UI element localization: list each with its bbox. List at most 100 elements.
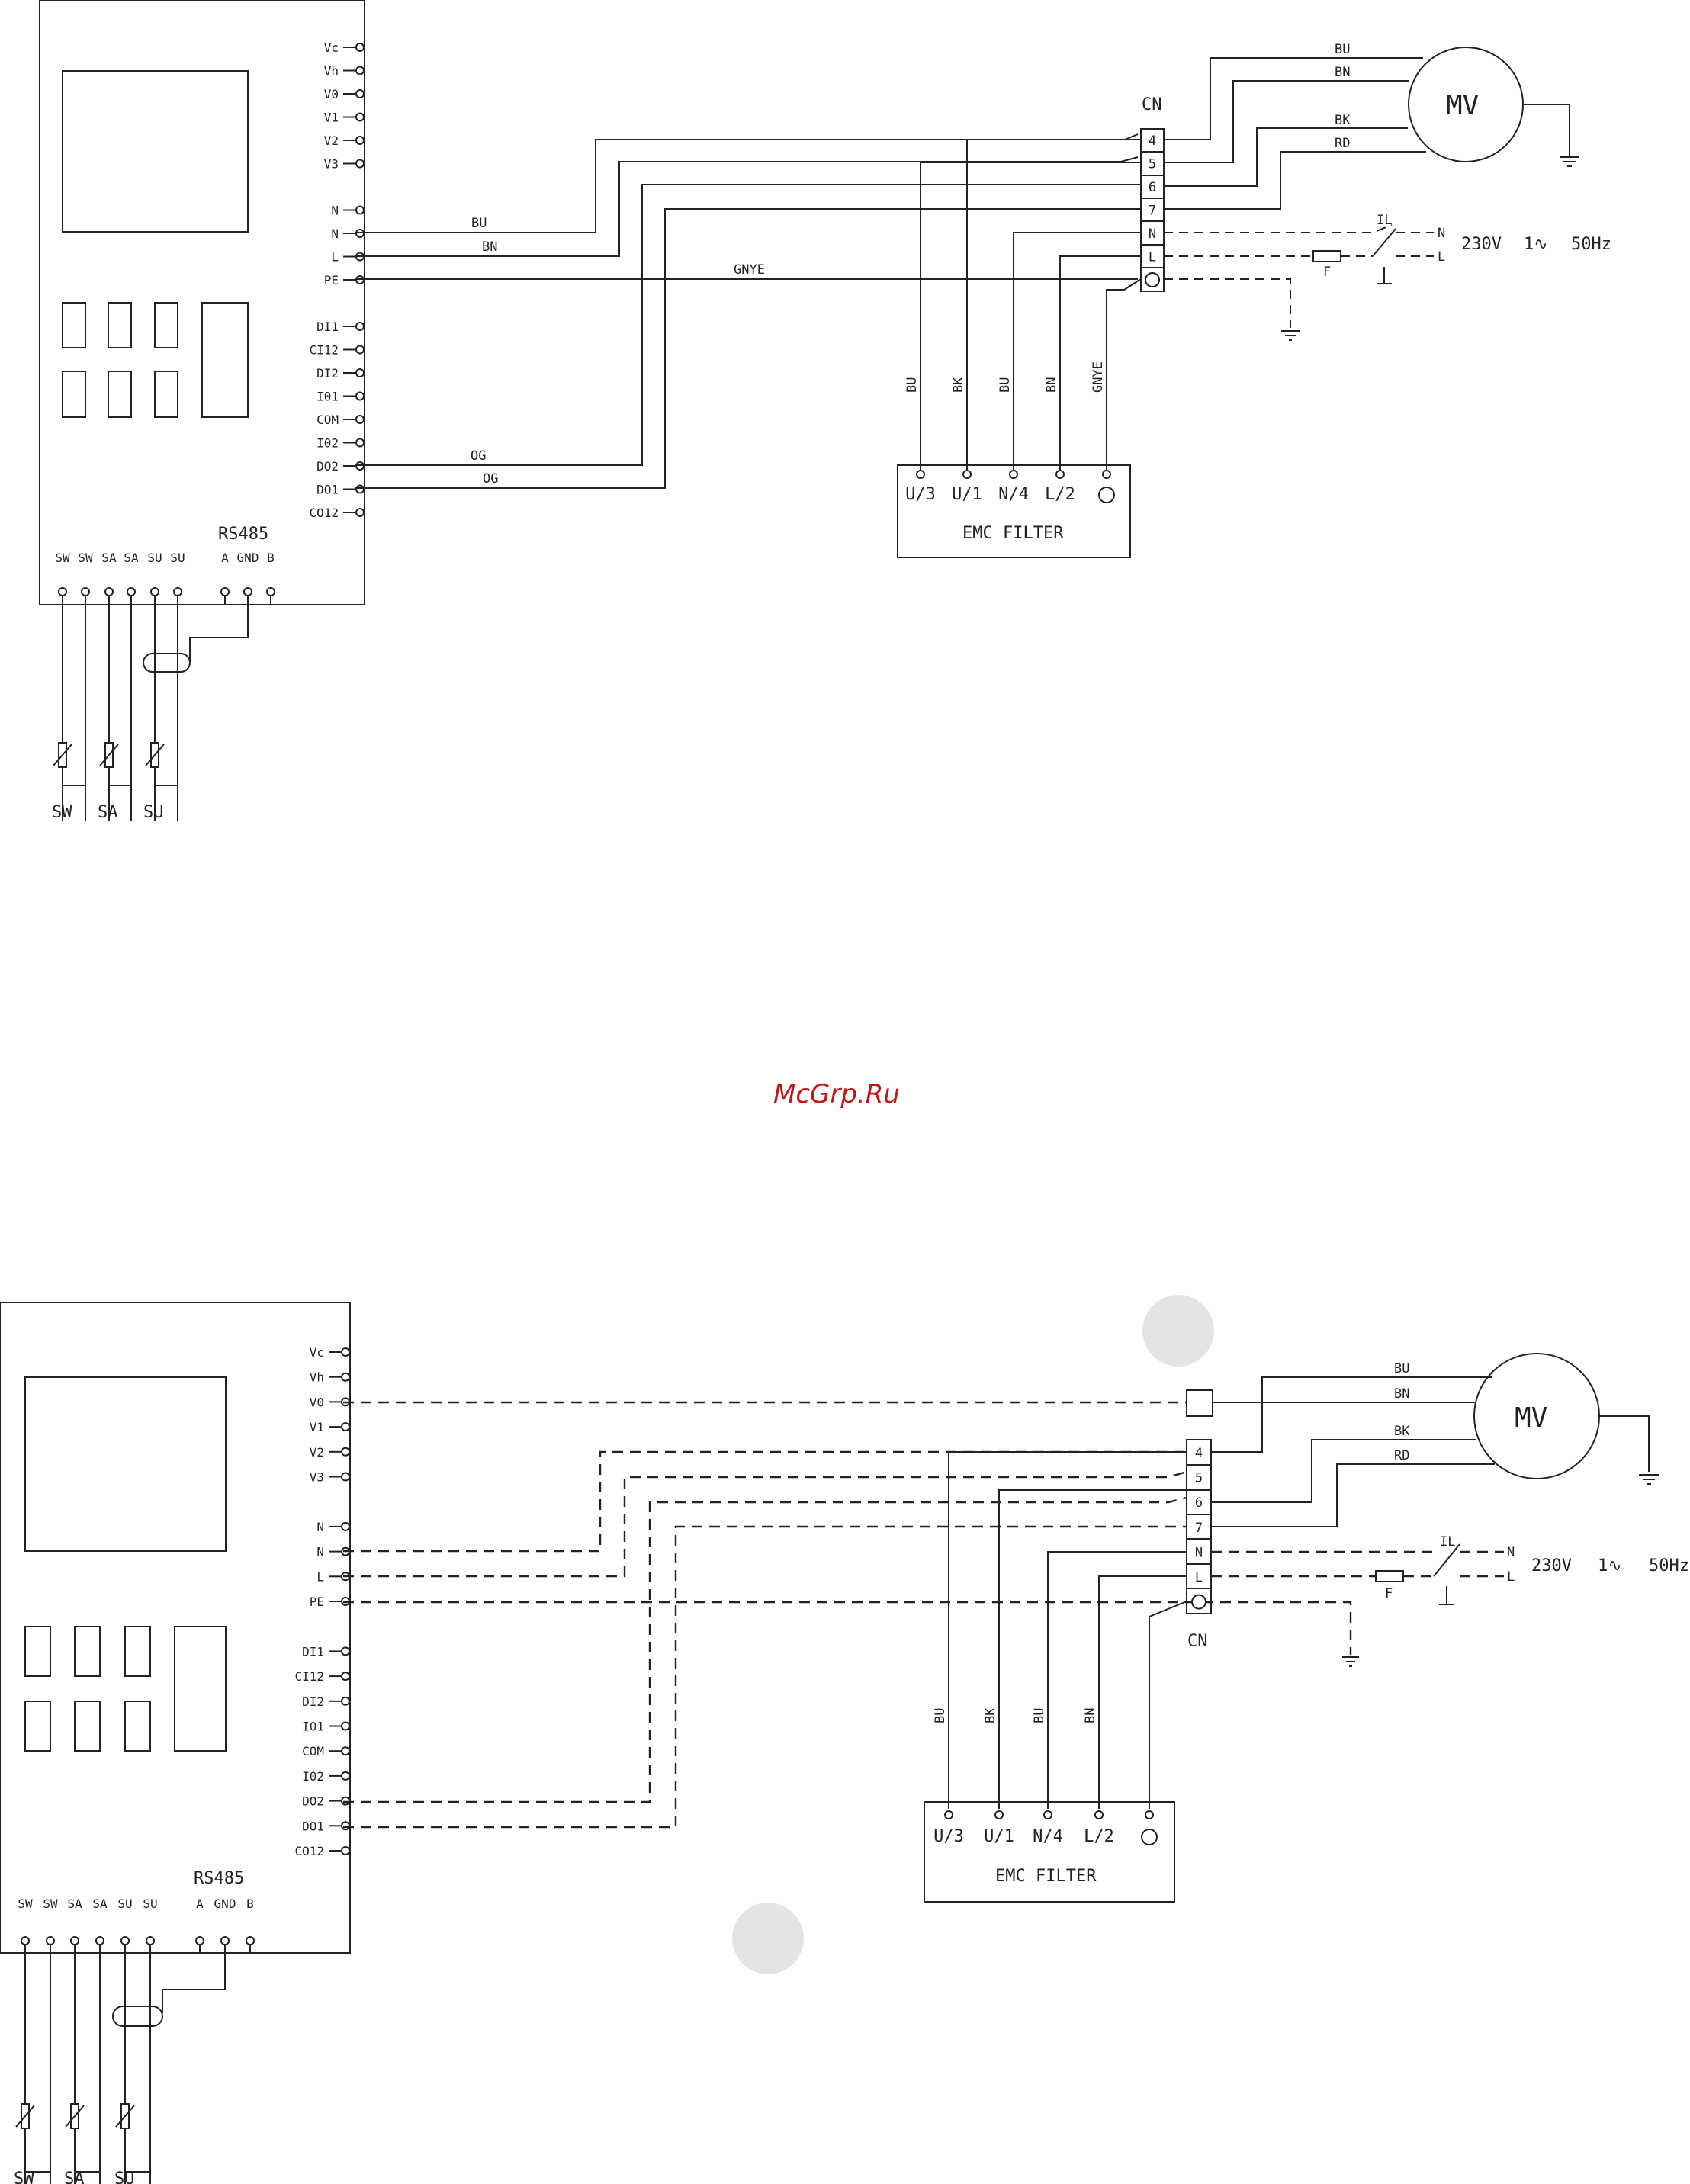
wire-com bbox=[355, 184, 1141, 466]
rs485-label: RS485 bbox=[194, 1869, 244, 1888]
bottom-pin-terminal bbox=[58, 587, 67, 596]
pin-label: V2 bbox=[324, 133, 339, 148]
pin-label: L bbox=[331, 250, 339, 265]
relay bbox=[154, 302, 178, 348]
filter-terminal bbox=[1009, 470, 1018, 479]
cn-terminal-label: N bbox=[1195, 1545, 1203, 1560]
bottom-pin-label: SU bbox=[170, 551, 185, 565]
bottom-pin-label: B bbox=[267, 551, 275, 565]
diagram-text-layer: VcVhV0V1V2V3NNLPEDI1CI12DI2I01COMI02DO2D… bbox=[14, 40, 1689, 2184]
ground-icon bbox=[1342, 1656, 1359, 1667]
ground-icon bbox=[1639, 1474, 1659, 1485]
cn-terminal-label: N bbox=[1149, 226, 1156, 242]
wire-label-l: BN bbox=[482, 239, 497, 255]
pin-label: V0 bbox=[324, 87, 339, 101]
motor-wire-label-rd: RD bbox=[1335, 136, 1350, 151]
shield-wire bbox=[189, 592, 249, 662]
bottom-pin-label: B bbox=[246, 1897, 254, 1911]
scan-mark bbox=[1142, 1295, 1214, 1367]
motor-wire-bk bbox=[1164, 127, 1408, 187]
filter-wire-bk bbox=[966, 139, 1141, 474]
pin-terminal bbox=[355, 368, 365, 377]
filter-terminal bbox=[1055, 470, 1065, 479]
wiring-diagram-2 bbox=[0, 1295, 1659, 2184]
sensor-label-sw: SW bbox=[14, 2170, 34, 2184]
pin-label: Vh bbox=[324, 64, 339, 79]
pin-terminal bbox=[355, 159, 365, 169]
bottom-pin-terminal bbox=[195, 1936, 204, 1945]
pin-label: DI1 bbox=[302, 1644, 324, 1659]
earth-terminal-icon bbox=[1098, 487, 1115, 503]
filter-terminal bbox=[1102, 470, 1111, 479]
motor-ground-wire bbox=[1599, 1415, 1650, 1472]
pin-terminal bbox=[341, 1372, 350, 1382]
pin-terminal bbox=[355, 391, 365, 401]
filter-terminal bbox=[944, 1810, 953, 1819]
filter-terminal-label: L/2 bbox=[1084, 1827, 1114, 1846]
emc-filter-title: EMC FILTER bbox=[962, 524, 1064, 543]
pin-terminal bbox=[355, 438, 365, 448]
bottom-pin-terminal bbox=[266, 587, 275, 596]
relay bbox=[154, 371, 178, 418]
display-window bbox=[62, 70, 249, 233]
motor-wire-label-bk: BK bbox=[1394, 1424, 1410, 1439]
earth-terminal-icon bbox=[1141, 1829, 1158, 1845]
pin-terminal bbox=[355, 205, 365, 215]
motor-ground-wire bbox=[1523, 104, 1570, 157]
motor-wire-label-bu: BU bbox=[1335, 42, 1350, 57]
ntc-sensor-icon bbox=[145, 742, 165, 768]
pin-terminal bbox=[341, 1646, 350, 1656]
display-window bbox=[24, 1376, 227, 1552]
pin-label: DI2 bbox=[316, 366, 339, 381]
sensor-harness bbox=[62, 592, 178, 821]
bottom-pin-label: A bbox=[221, 551, 229, 565]
bottom-pin-terminal bbox=[220, 1936, 230, 1945]
filter-wire-label: BN bbox=[1083, 1708, 1098, 1723]
pin-terminal bbox=[355, 43, 365, 52]
cn-terminal-label: 7 bbox=[1149, 204, 1156, 219]
filter-terminal bbox=[1043, 1810, 1052, 1819]
fuse-label: F bbox=[1323, 265, 1331, 280]
supply-voltage: 230V bbox=[1531, 1556, 1572, 1575]
filter-wire-bn bbox=[1059, 255, 1141, 474]
supply-voltage: 230V bbox=[1461, 235, 1502, 254]
bottom-pin-label: GND bbox=[237, 551, 259, 565]
pin-label: CI12 bbox=[309, 343, 339, 358]
cn-terminal-label: 5 bbox=[1149, 157, 1156, 172]
pin-terminal bbox=[341, 1472, 350, 1482]
relay bbox=[108, 371, 132, 418]
scan-mark bbox=[732, 1903, 804, 1974]
filter-terminal-label: U/3 bbox=[933, 1827, 964, 1846]
filter-terminal-label: L/2 bbox=[1045, 485, 1075, 504]
relay bbox=[108, 302, 132, 348]
filter-terminal bbox=[916, 470, 925, 479]
bottom-pin-label: SA bbox=[92, 1897, 108, 1911]
pin-terminal bbox=[341, 1447, 350, 1457]
bottom-pin-terminal bbox=[95, 1936, 104, 1945]
switch-il bbox=[1433, 1543, 1460, 1605]
pin-terminal bbox=[341, 1696, 350, 1706]
pin-label: I01 bbox=[316, 390, 339, 404]
pin-terminal bbox=[341, 1347, 350, 1357]
supply-n-dashed bbox=[1164, 224, 1434, 233]
pin-label: Vc bbox=[324, 40, 339, 55]
supply-n-label: N bbox=[1438, 226, 1445, 241]
pin-label: I01 bbox=[302, 1720, 324, 1734]
switch-label: IL bbox=[1440, 1534, 1455, 1550]
pin-label: N bbox=[331, 226, 339, 241]
bottom-pin-terminal bbox=[70, 1936, 79, 1945]
pin-label: PE bbox=[324, 273, 339, 287]
relay bbox=[24, 1701, 51, 1752]
filter-wire-gnye bbox=[1149, 1601, 1187, 1809]
filter-wire-bn bbox=[1098, 1575, 1187, 1809]
filter-terminal-label: U/1 bbox=[952, 485, 982, 504]
bottom-pin-terminal bbox=[21, 1936, 30, 1945]
wire-l bbox=[355, 156, 1139, 257]
pin-label: CO12 bbox=[294, 1844, 324, 1858]
controller-pin-stubs bbox=[343, 43, 365, 517]
bottom-pin-terminal bbox=[104, 587, 114, 596]
transformer bbox=[174, 1626, 227, 1752]
pin-label: DO1 bbox=[302, 1819, 324, 1833]
